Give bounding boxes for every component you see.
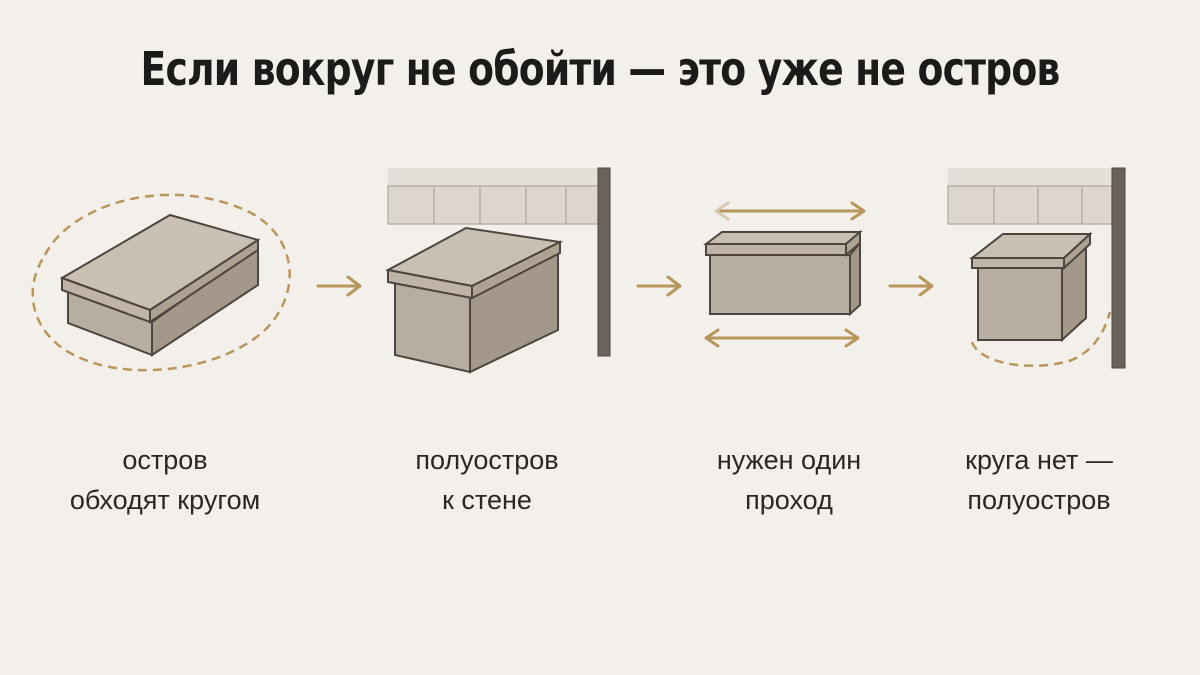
caption-line: круга нет —: [965, 445, 1113, 475]
page-title: Если вокруг не обойти — это уже не остро…: [140, 42, 1061, 96]
caption-line: нужен один: [716, 445, 862, 475]
lid-rim-side: [1063, 231, 1091, 271]
caption-single-passage: нужен один проход: [659, 440, 919, 520]
lid-rim-side: [471, 240, 561, 300]
lid-rim-side: [149, 238, 259, 324]
box-front: [977, 267, 1063, 341]
arrow-right-icon: [636, 275, 682, 297]
caption-line: проход: [745, 485, 833, 515]
double-arrow-icon: [714, 201, 866, 221]
caption-line: полуостров: [967, 485, 1111, 515]
tile-backsplash: [387, 168, 601, 225]
tile-backsplash: [947, 168, 1113, 225]
box-front: [709, 254, 851, 315]
caption-peninsula: полуостров к стене: [357, 440, 617, 520]
lid-rim: [705, 243, 847, 256]
caption-line: обходят кругом: [69, 485, 261, 515]
island-box-icon: [31, 193, 291, 372]
wall: [597, 167, 611, 357]
arrow-right-icon: [888, 275, 934, 297]
no-circle-box-icon: [947, 167, 1126, 369]
caption-line: полуостров: [415, 445, 559, 475]
caption-no-circle: круга нет — полуостров: [909, 440, 1169, 520]
caption-line: остров: [122, 445, 208, 475]
caption-line: к стене: [442, 485, 532, 515]
wall: [1111, 167, 1126, 369]
lid-rim: [971, 257, 1065, 269]
single-passage-box-icon: [703, 201, 866, 348]
lid-rim-side: [845, 229, 861, 258]
walkaround-dashed-path: [31, 193, 291, 372]
box-top: [703, 231, 863, 245]
partial-dashed-path: [970, 311, 1112, 367]
caption-island: остров обходят кругом: [35, 440, 295, 520]
arrow-right-icon: [316, 275, 362, 297]
box-side: [849, 240, 861, 317]
double-arrow-icon: [704, 328, 860, 348]
peninsula-box-icon: [385, 167, 611, 374]
